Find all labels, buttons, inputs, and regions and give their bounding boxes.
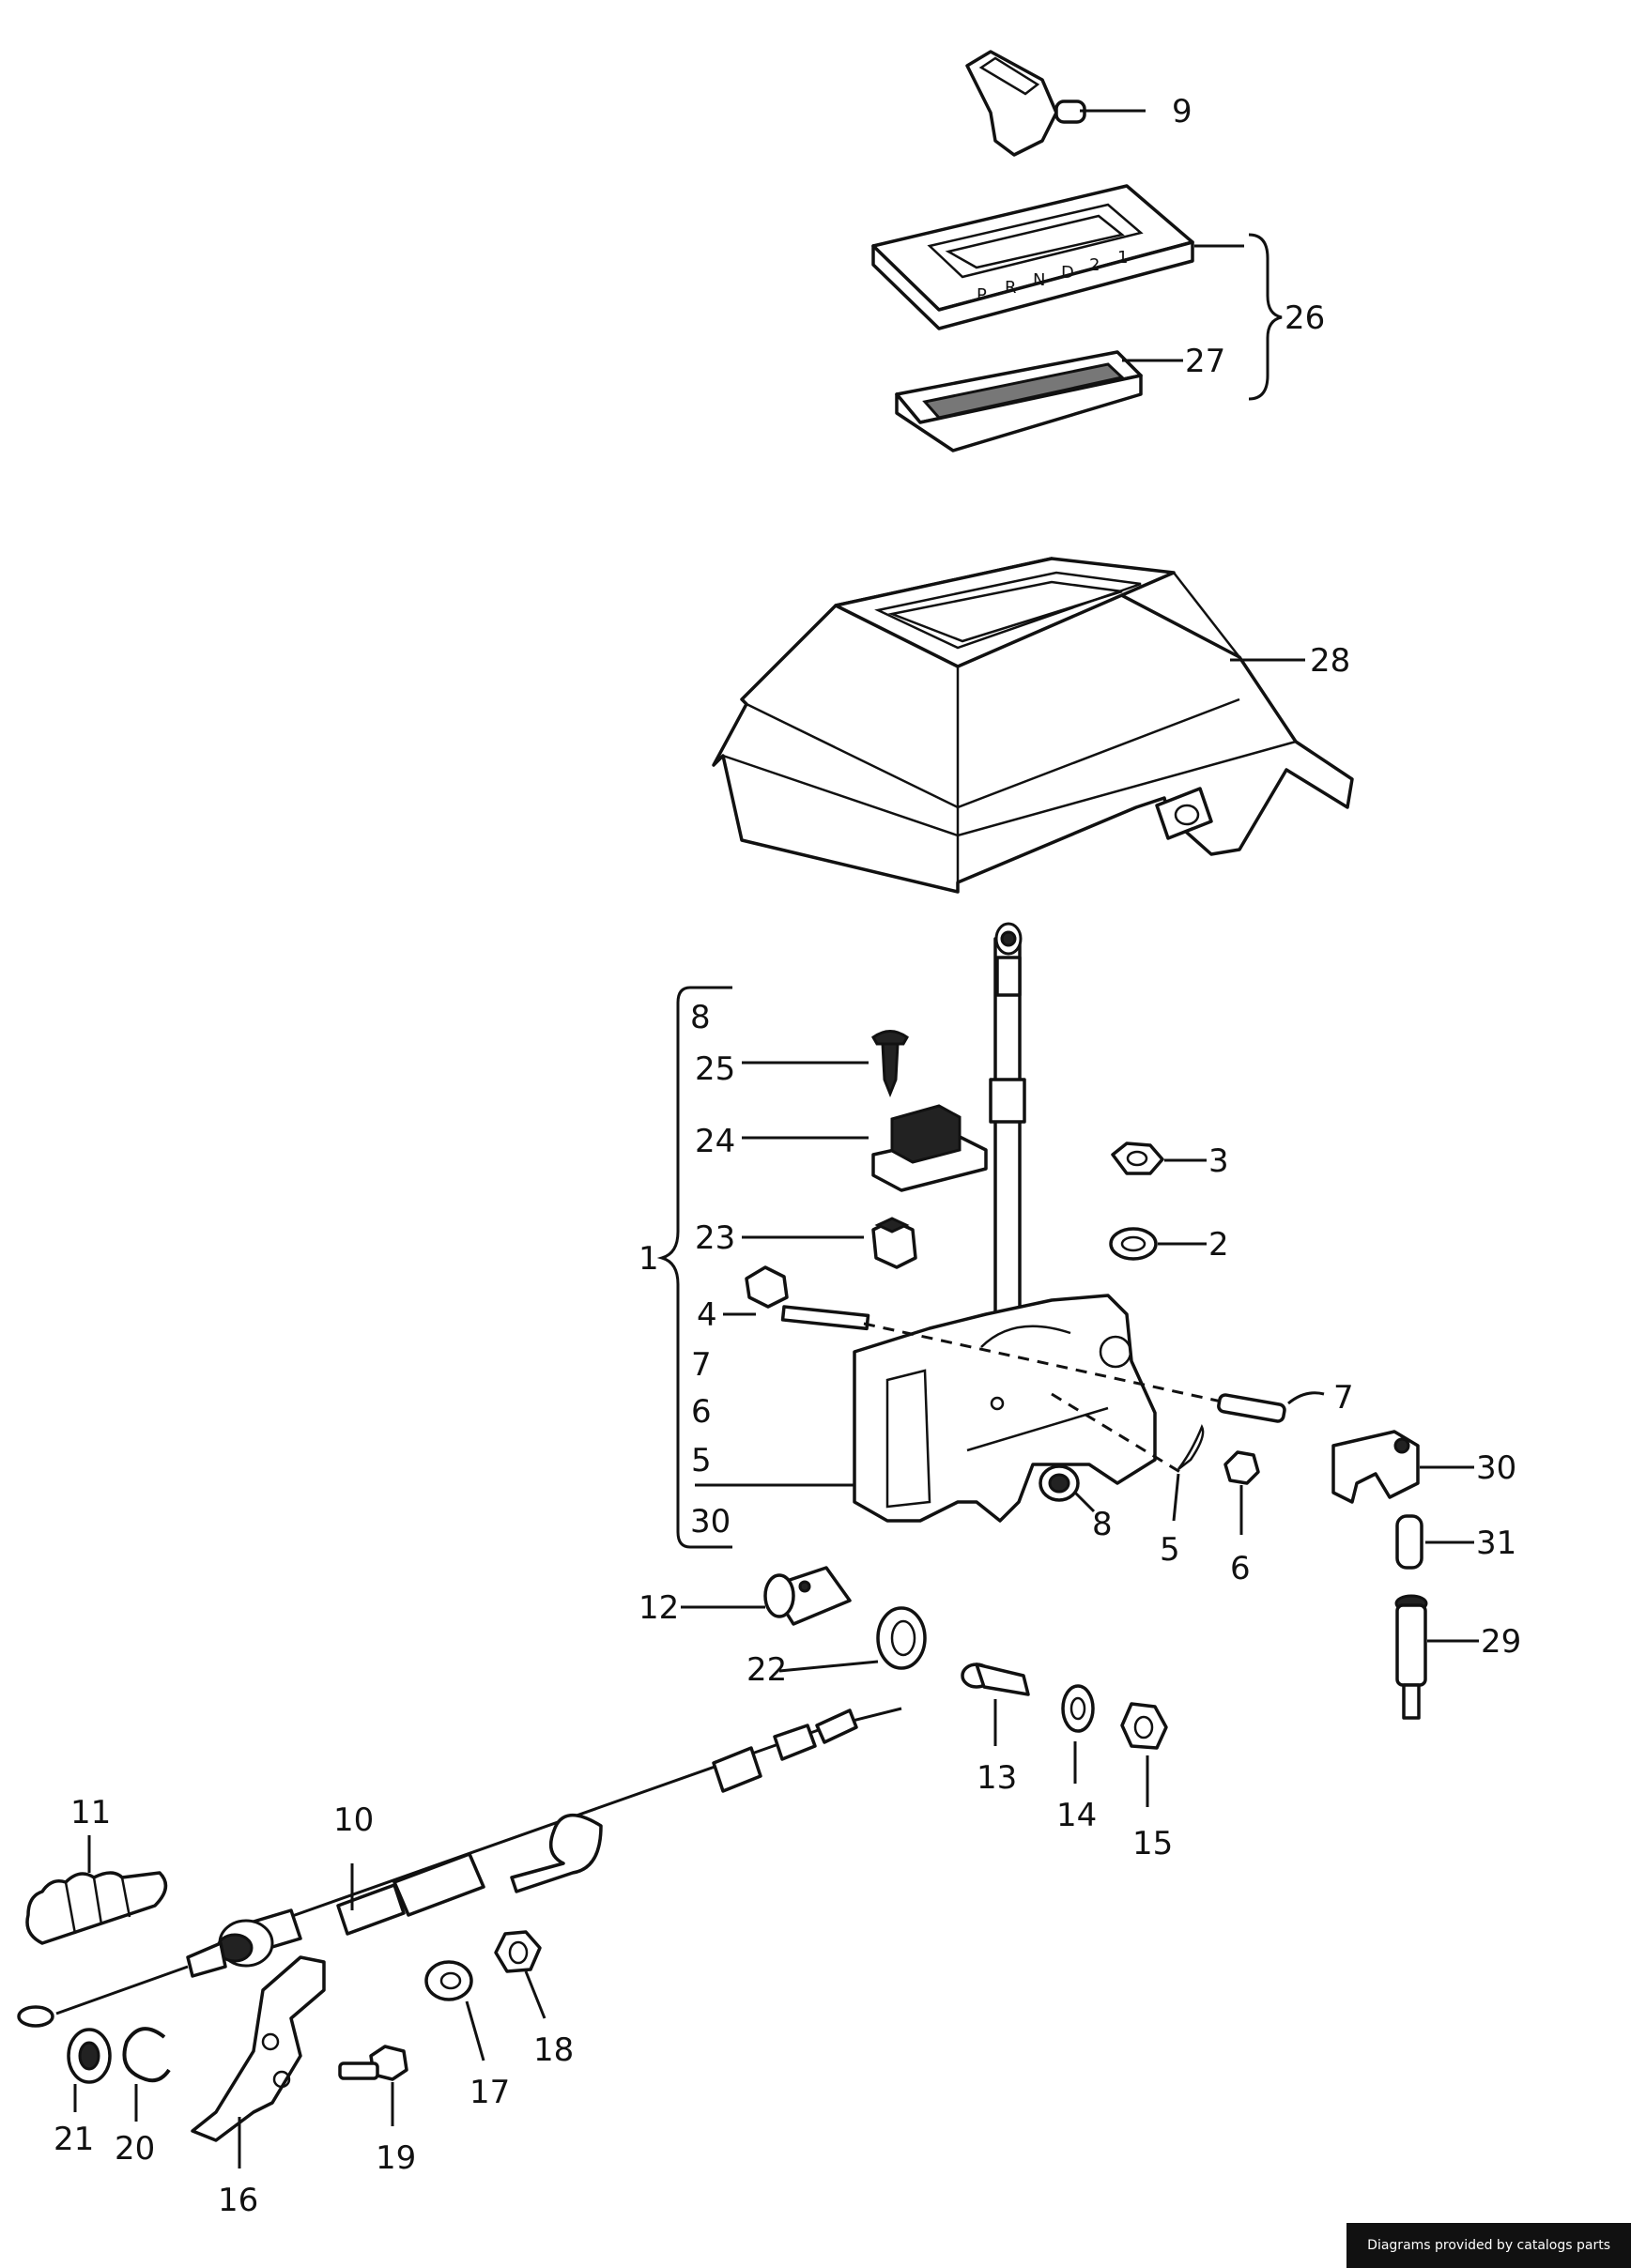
callout-10: 10 <box>333 1801 374 1839</box>
part-bulb <box>1395 1514 1474 1570</box>
callout-14: 14 <box>1056 1797 1097 1834</box>
callout-30a: 30 <box>690 1503 731 1540</box>
part-pin <box>1217 1391 1325 1423</box>
bracket-26 <box>1248 233 1283 401</box>
callout-8a: 8 <box>690 999 711 1036</box>
part-sleeve <box>681 1566 852 1626</box>
callout-1: 1 <box>639 1240 659 1278</box>
callout-3: 3 <box>1208 1142 1229 1180</box>
part-nut-18 <box>494 1930 546 2019</box>
part-indicator-plate: P R N D 2 1 <box>871 184 1244 330</box>
callout-31: 31 <box>1476 1525 1516 1562</box>
part-disc <box>67 2028 112 2112</box>
callout-22: 22 <box>746 1651 787 1689</box>
callout-8b: 8 <box>1092 1506 1113 1543</box>
callout-7b: 7 <box>1333 1379 1354 1417</box>
part-bulb-holder <box>1394 1594 1479 1720</box>
callout-5b: 5 <box>1160 1531 1180 1569</box>
gear-letter-2: 2 <box>1089 255 1100 275</box>
part-rubber-boot <box>25 1835 168 1945</box>
callout-6b: 6 <box>1230 1550 1251 1587</box>
callout-7a: 7 <box>691 1346 712 1384</box>
part-circlip-5 <box>1172 1423 1205 1522</box>
callout-28: 28 <box>1310 642 1350 680</box>
callout-29: 29 <box>1481 1623 1521 1661</box>
callout-26: 26 <box>1285 299 1325 337</box>
part-console-cover <box>712 557 1354 894</box>
callout-6a: 6 <box>691 1393 712 1431</box>
diagram-credit: Diagrams provided by catalogs parts <box>1346 2223 1631 2268</box>
callout-18: 18 <box>533 2031 574 2069</box>
callout-23: 23 <box>695 1219 735 1257</box>
callout-30b: 30 <box>1476 1449 1516 1487</box>
part-bolt-19 <box>338 2045 408 2126</box>
part-selector-cable <box>17 1707 902 2028</box>
part-nut-15 <box>1120 1702 1168 1807</box>
part-selector-lever <box>695 922 1231 1523</box>
part-grommet <box>1039 1464 1096 1513</box>
callout-12: 12 <box>639 1589 679 1627</box>
gear-letter-1: 1 <box>1117 248 1128 268</box>
callout-15: 15 <box>1132 1825 1173 1862</box>
part-nut-3 <box>1111 1142 1207 1175</box>
part-screw <box>742 1030 909 1098</box>
callout-27: 27 <box>1185 343 1225 380</box>
part-lever-cover <box>1331 1430 1474 1504</box>
part-switch <box>742 1104 988 1192</box>
part-clamp-bolt <box>961 1663 1030 1746</box>
callout-17: 17 <box>469 2074 510 2111</box>
part-long-bolt <box>723 1265 870 1331</box>
part-lock-washer <box>424 1960 485 2061</box>
callout-5a: 5 <box>691 1442 712 1479</box>
callout-20: 20 <box>115 2130 155 2168</box>
callout-21: 21 <box>54 2121 94 2158</box>
part-washer-14 <box>1061 1684 1095 1784</box>
callout-9: 9 <box>1172 93 1192 130</box>
part-nut-6 <box>1223 1450 1260 1535</box>
callout-4: 4 <box>697 1296 717 1334</box>
callout-2: 2 <box>1208 1226 1229 1264</box>
gear-letter-P: P <box>977 285 987 305</box>
part-selector-knob <box>965 50 1146 157</box>
bracket-1 <box>656 986 732 1549</box>
part-clip <box>742 1217 917 1269</box>
part-bushing <box>778 1606 927 1673</box>
callout-13: 13 <box>977 1759 1017 1797</box>
callout-19: 19 <box>376 2139 416 2177</box>
gear-letter-N: N <box>1033 270 1045 290</box>
callout-24: 24 <box>695 1123 735 1160</box>
callout-25: 25 <box>695 1050 735 1088</box>
callout-16: 16 <box>218 2182 258 2219</box>
callout-11: 11 <box>70 1794 111 1831</box>
part-e-clip <box>122 2027 171 2122</box>
gear-letter-D: D <box>1061 263 1074 283</box>
part-slide-strip <box>895 350 1183 452</box>
gear-letter-R: R <box>1005 278 1017 298</box>
part-washer-2 <box>1109 1227 1207 1261</box>
part-cable-bracket <box>191 1955 326 2168</box>
